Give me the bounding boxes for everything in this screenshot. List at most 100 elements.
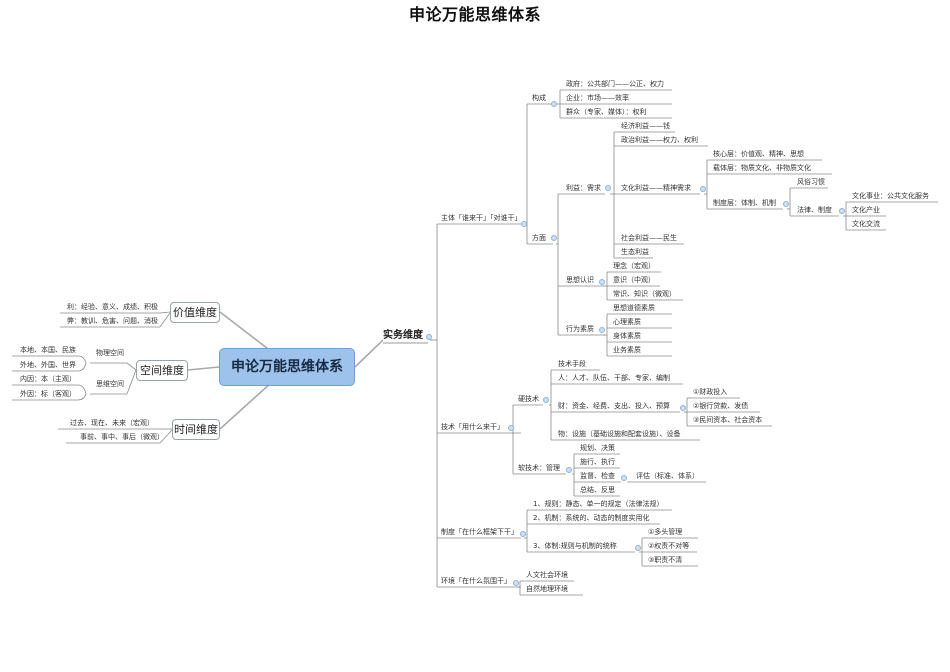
law-label: 法律、制度 [797,206,832,214]
system-rules: 1、规则：静态、单一的规定（法律法规） [533,500,664,508]
money-source-item: ①财政投入 [693,388,728,396]
central-topic[interactable]: 申论万能思维体系 [219,348,355,386]
value-con-label: 弊：教训、危害、问题、消极 [67,317,158,325]
system-mechanism: 2、机制：系统的、动态的制度实用化 [533,514,650,522]
thinking-space-item: 外因：标（客观） [20,390,76,398]
soft-tech-item: 施行、执行 [580,458,615,466]
collapse-dot[interactable] [551,235,557,241]
technique-branch-label[interactable]: 技术「用什么来干」 [441,423,504,431]
connector-curve [77,362,87,372]
hard-tech-people: 人：人才、队伍、干部、专家、编制 [558,374,670,382]
connector-curve [219,381,273,430]
connector-curve [126,362,137,371]
composition-item: 群众（专家、媒体）：权利 [566,108,647,116]
connector-curve [187,366,220,371]
environment-item: 人文社会环境 [526,571,568,579]
connector-curve [77,384,87,395]
collapse-dot[interactable] [551,101,557,107]
environment-branch-label[interactable]: 环境「在什么氛围干」 [441,577,511,585]
system-branch-label[interactable]: 制度「在什么框架下干」 [441,528,518,536]
soft-tech-evaluate: 评估（标准、体系） [636,472,699,480]
collapse-dot[interactable] [839,208,845,214]
thought-item: 意识（中观） [613,276,655,284]
system-bad-item: ③职责不清 [648,556,683,564]
connector-curve [159,312,171,328]
connector-curve [77,355,87,364]
connector-curve [354,339,384,368]
soft-tech-item: 监督、检查 [580,472,615,480]
interest-cultural: 文化利益——精神需求 [621,184,691,192]
connector-curve [219,311,273,353]
composition-label: 构成 [532,94,546,102]
system-bad-item: ②权责不对等 [648,542,690,550]
hard-tech-label: 硬技术 [518,395,539,403]
law-item: 文化产业 [852,206,880,214]
quality-item: 心理素质 [613,318,641,326]
soft-tech-item: 总结、反思 [580,486,615,494]
custom-label: 风俗习惯 [797,178,825,186]
subject-branch-label[interactable]: 主体「谁来干」「对谁干」 [441,214,522,222]
soft-tech-item: 规划、决策 [580,444,615,452]
page-title: 申论万能思维体系 [408,5,541,24]
collapse-dot[interactable] [566,467,572,473]
quality-item: 业务素质 [613,346,641,354]
aspect-label: 方面 [532,234,546,242]
collapse-dot[interactable] [521,221,527,227]
space-dimension-node[interactable]: 空间维度 [136,360,188,381]
hard-tech-money: 财：资金、经费、支出、投入、预算 [558,402,670,410]
interest-economic: 经济利益——钱 [621,122,670,130]
collapse-dot[interactable] [783,201,789,207]
collapse-dot[interactable] [508,425,514,431]
composition-item: 政府：公共部门——公正、权力 [566,80,664,88]
time-micro-label: 事前、事中、事后（微观） [80,433,164,441]
interest-label: 利益：需求 [566,184,601,192]
physical-space-item: 外地、外国、世界 [20,361,76,369]
interest-political: 政治利益——权力、权利 [621,136,698,144]
quality-item: 思想道德素质 [613,304,655,312]
thought-item: 常识、知识（微观） [613,290,676,298]
money-source-item: ③民间资本、社会资本 [693,416,763,424]
collapse-dot[interactable] [513,580,519,586]
connector-curve [77,393,87,401]
environment-item: 自然地理环境 [526,585,568,593]
interest-ecological: 生态利益 [621,248,649,256]
culture-carrier-layer: 载体层：物质文化、非物质文化 [713,164,811,172]
culture-institutional-layer: 制度层：体制、机制 [713,199,776,207]
collapse-dot[interactable] [520,531,526,537]
physical-space-item: 本地、本国、民族 [20,346,76,354]
thinking-space-label: 思维空间 [96,380,124,388]
thought-item: 理念（宏观） [613,262,655,270]
law-item: 文化事业：公共文化服务 [852,192,929,200]
composition-item: 企业：市场——效率 [566,94,629,102]
connector-curve [159,429,173,444]
physical-space-label: 物理空间 [96,349,124,357]
hard-tech-things: 物：设施（基础设施和配套设施）、设备 [558,430,681,438]
connector-curve [159,311,171,314]
collapse-dot[interactable] [605,185,611,191]
value-pro-label: 利：经验、意义、成绩、积极 [67,303,158,311]
thinking-space-item: 内因：本（主观） [20,375,76,383]
collapse-dot[interactable] [599,279,605,285]
collapse-dot[interactable] [599,327,605,333]
collapse-dot[interactable] [635,545,641,551]
law-item: 文化交流 [852,220,880,228]
collapse-dot[interactable] [700,186,706,192]
interest-social: 社会利益——民生 [621,234,677,242]
connector-curve [126,369,137,395]
hard-tech-means: 技术手段 [558,360,586,368]
collapse-dot[interactable] [680,405,686,411]
money-source-item: ②银行贷款、发债 [693,402,749,410]
time-dimension-node[interactable]: 时间维度 [172,419,220,440]
quality-label: 行为素质 [566,325,594,333]
soft-tech-label: 软技术：管理 [518,464,560,472]
collapse-dot[interactable] [543,397,549,403]
value-dimension-node[interactable]: 价值维度 [170,302,220,323]
culture-core-layer: 核心层：价值观、精神、思想 [713,150,804,158]
collapse-dot[interactable] [621,475,627,481]
quality-item: 身体素质 [613,332,641,340]
system-bad: 3、体制:规则与机制的统称 [533,542,617,550]
collapse-dot[interactable] [426,334,432,340]
time-macro-label: 过去、现在、未来（宏观） [70,419,154,427]
practice-dimension-label[interactable]: 实务维度 [383,330,423,341]
